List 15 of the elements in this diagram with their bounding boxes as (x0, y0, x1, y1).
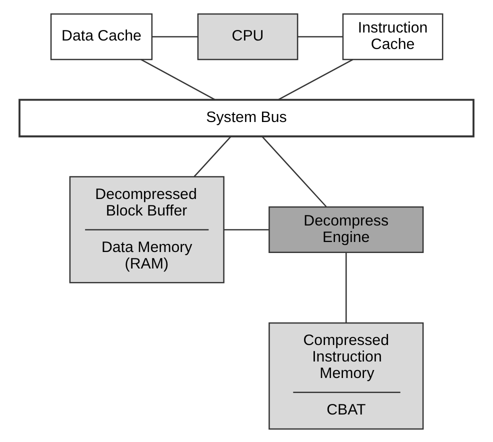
connector (278, 58, 354, 100)
node-box: Data Cache (50, 12, 153, 60)
node-box: Instruction Cache (342, 12, 444, 60)
node-box: Decompress Engine (268, 206, 424, 253)
connector (262, 135, 327, 207)
connector (194, 135, 232, 177)
connector (152, 36, 198, 37)
node-box: CPU (197, 12, 298, 60)
node-box: Compressed Instruction Memory CBAT (268, 322, 424, 430)
node-box: Decompressed Block Buffer Data Memory (RAM) (69, 176, 224, 283)
connector (298, 36, 343, 37)
connector (224, 228, 269, 230)
connector (346, 252, 347, 322)
connector (140, 58, 216, 100)
node-box: System Bus (18, 98, 474, 137)
